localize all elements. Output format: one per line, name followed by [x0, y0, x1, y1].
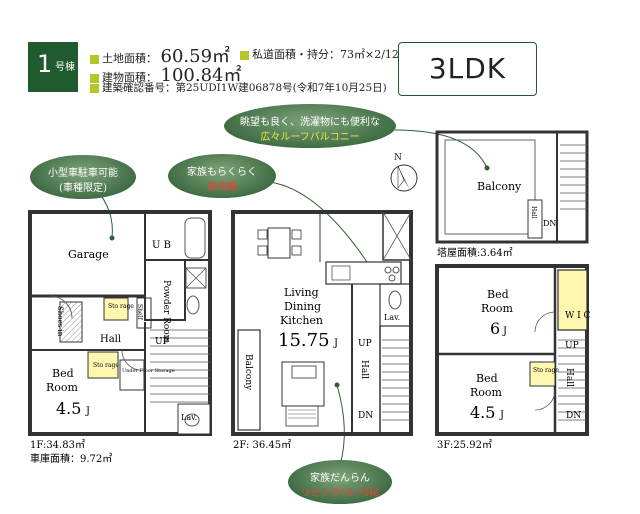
- f3-storage-label: Sto rage: [533, 367, 559, 374]
- f1-garage-label: Garage: [68, 248, 109, 261]
- f3-area-caption: 3F:25.92㎡: [437, 439, 492, 451]
- floor1-plan: [28, 210, 212, 436]
- f1-shelf-label: Shelf: [136, 304, 143, 320]
- floor2-plan: [231, 210, 413, 436]
- f2-size-label: 15.75: [278, 330, 330, 351]
- penthouse-plan: [435, 130, 589, 244]
- ph-dn-label: DN: [543, 219, 556, 228]
- f3-up-label: UP: [565, 341, 579, 351]
- f2-area-caption: 2F: 36.45㎡: [233, 439, 291, 451]
- permit-number: 建築確認番号：第25UDI1W建06878号(令和7年10月25日): [90, 80, 387, 95]
- f1-storage-label: Sto rage: [93, 362, 119, 369]
- private-road-value: 73㎡×2/12: [340, 48, 399, 61]
- living-callout: 家族だんらん リビング15.75帖: [288, 460, 392, 504]
- f1-storage-small-label: Sto rage: [108, 303, 134, 310]
- f2-dining-label: Dining: [284, 300, 321, 313]
- building-area: 建物面積： 100.84㎡: [90, 61, 241, 87]
- f1-size-unit: J: [85, 406, 90, 417]
- f1-up-label: UP: [155, 337, 169, 347]
- f2-balcony-label: Balcony: [243, 354, 253, 391]
- parking-callout: 小型車駐車可能 (車種限定): [30, 155, 136, 199]
- building-area-value: 100.84㎡: [160, 65, 242, 86]
- laundry-callout: 家族もらくらく 食洗機: [168, 154, 276, 198]
- ph-area-caption: 塔屋面積:3.64㎡: [437, 246, 513, 259]
- f1-shoes-in-label: Shoes in: [56, 306, 64, 337]
- f3-room1-label: Room: [481, 302, 514, 315]
- f3-size1-label: 6: [490, 319, 500, 338]
- balcony-callout: 眺望も良く、洗濯物にも便利な 広々ルーフバルコニー: [224, 104, 396, 148]
- f2-lav-label: Lav.: [384, 313, 400, 322]
- permit-value: 第25UDI1W建06878号(令和7年10月25日): [175, 82, 387, 94]
- private-road-area: 私道面積・持分：73㎡×2/12: [240, 46, 399, 62]
- f3-unit2-label: J: [499, 410, 504, 421]
- bullet-icon: [240, 50, 249, 60]
- ph-balcony-label: Balcony: [477, 180, 522, 193]
- f1-garage-area-caption: 車庫面積：9.72㎡: [30, 452, 112, 465]
- f3-wic-label: W I C: [565, 311, 591, 321]
- f1-ub-label: U B: [152, 240, 171, 251]
- f1-powder-room-label: Powder Room: [161, 280, 171, 344]
- floor3-plan: [435, 264, 589, 436]
- bullet-icon: [90, 73, 99, 83]
- f2-size-unit: J: [333, 338, 338, 349]
- f1-lav-label: Lav.: [181, 413, 197, 422]
- f1-room-label: Room: [46, 381, 79, 394]
- f1-size-label: 4.5: [56, 399, 81, 418]
- land-area-value: 60.59㎡: [160, 46, 231, 67]
- ph-hall-label: Hall: [530, 206, 537, 219]
- f2-dn-label: DN: [358, 411, 373, 421]
- f1-bed-label: Bed: [52, 367, 74, 380]
- f3-size2-label: 4.5: [470, 403, 495, 422]
- f3-bed1-label: Bed: [487, 288, 509, 301]
- f2-living-label: Living: [284, 286, 319, 299]
- unit-suffix: 号棟: [55, 62, 75, 73]
- compass-label: N: [394, 153, 402, 163]
- compass-icon: N: [390, 153, 418, 192]
- f3-dn-label: DN: [566, 411, 581, 421]
- f3-room2-label: Room: [470, 386, 503, 399]
- bullet-icon: [90, 54, 99, 64]
- bullet-icon: [90, 83, 99, 93]
- land-area: 土地面積： 60.59㎡: [90, 42, 230, 68]
- f1-underfloor-label: Under Floor Storage: [122, 368, 175, 374]
- layout-type-box: 3LDK: [398, 42, 537, 96]
- f2-hall-label: Hall: [359, 360, 369, 379]
- f2-kitchen-label: Kitchen: [280, 314, 323, 327]
- f3-unit1-label: J: [502, 326, 507, 337]
- unit-number: 1: [37, 50, 53, 78]
- f1-area-caption: 1F:34.83㎡: [30, 439, 85, 451]
- f3-hall-label: Hall: [564, 368, 574, 387]
- f2-up-label: UP: [358, 339, 372, 349]
- f3-bed2-label: Bed: [476, 372, 498, 385]
- f1-hall-label: Hall: [100, 334, 121, 345]
- unit-badge: 1 号棟: [28, 42, 78, 92]
